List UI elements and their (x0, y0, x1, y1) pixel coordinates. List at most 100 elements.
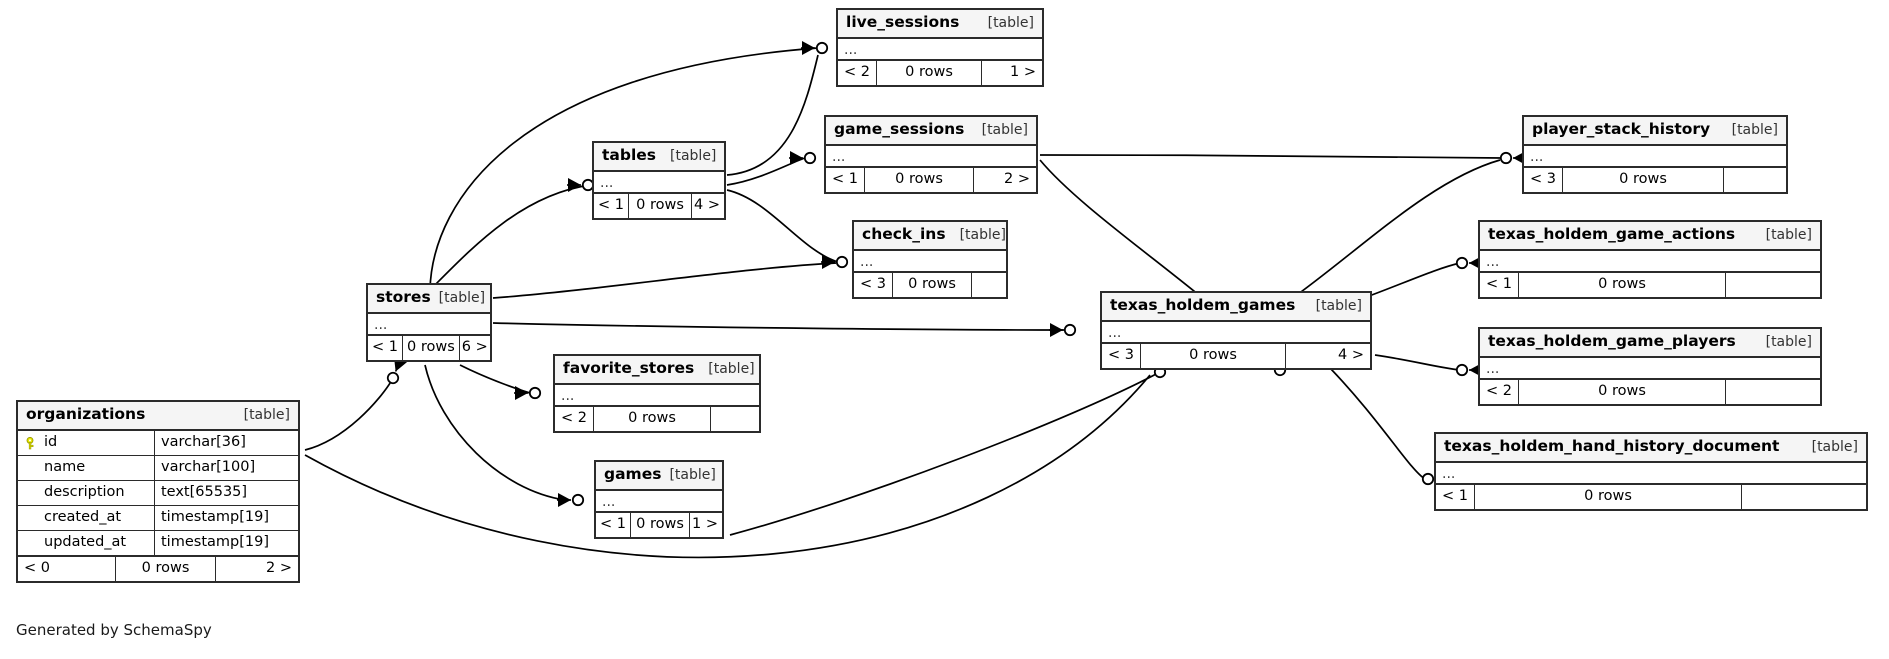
table-footer: < 2 0 rows (1480, 379, 1820, 404)
table-type-label: [table] (1765, 227, 1812, 243)
outgoing-fk-count (1724, 168, 1786, 192)
table-node-games[interactable]: games [table] ... < 1 0 rows 1 > (594, 460, 724, 539)
row-count: 0 rows (1475, 484, 1742, 509)
columns-collapsed-indicator[interactable]: ... (596, 491, 722, 513)
table-node-check-ins[interactable]: check_ins [table] ... < 3 0 rows (852, 220, 1008, 299)
table-name: game_sessions (834, 120, 965, 138)
column-row-description[interactable]: description text[65535] (18, 479, 298, 505)
outgoing-fk-count (1742, 485, 1866, 509)
table-node-organizations[interactable]: organizations [table] id varchar (16, 400, 300, 583)
columns-collapsed-indicator[interactable]: ... (1524, 146, 1786, 168)
table-header: favorite_stores [table] (555, 356, 759, 385)
incoming-fk-count: < 1 (1480, 272, 1519, 297)
outgoing-fk-count (1726, 273, 1820, 297)
table-footer: < 0 0 rows 2 > (18, 556, 298, 581)
table-name: texas_holdem_game_players (1488, 332, 1736, 350)
incoming-fk-count: < 1 (1436, 484, 1475, 509)
incoming-fk-count: < 2 (838, 60, 877, 85)
column-type: varchar[36] (161, 434, 246, 451)
columns-collapsed-indicator[interactable]: ... (594, 172, 724, 194)
incoming-fk-count: < 3 (1524, 167, 1563, 192)
column-name-cell: id (18, 430, 155, 455)
incoming-fk-count: < 2 (1480, 379, 1519, 404)
primary-key-icon (26, 437, 39, 450)
column-type: varchar[100] (161, 459, 256, 476)
columns-collapsed-indicator[interactable]: ... (555, 385, 759, 407)
outgoing-fk-count: 6 > (461, 339, 488, 356)
columns-collapsed-indicator[interactable]: ... (838, 39, 1042, 61)
outgoing-fk-count: 1 > (1010, 64, 1036, 81)
table-header: game_sessions [table] (826, 117, 1036, 146)
row-count: 0 rows (893, 272, 972, 297)
column-name-cell: name (18, 455, 155, 480)
table-name: player_stack_history (1532, 120, 1711, 138)
row-count: 0 rows (116, 556, 216, 581)
table-node-texas-holdem-game-actions[interactable]: texas_holdem_game_actions [table] ... < … (1478, 220, 1822, 299)
row-count: 0 rows (865, 167, 974, 192)
column-type: text[65535] (161, 484, 248, 501)
column-name: created_at (44, 509, 122, 526)
columns-collapsed-indicator[interactable]: ... (854, 251, 1006, 273)
table-node-texas-holdem-games[interactable]: texas_holdem_games [table] ... < 3 0 row… (1100, 291, 1372, 370)
columns-collapsed-indicator[interactable]: ... (1480, 358, 1820, 380)
columns-collapsed-indicator[interactable]: ... (826, 146, 1036, 168)
table-node-stores[interactable]: stores [table] ... < 1 0 rows 6 > (366, 283, 492, 362)
table-node-game-sessions[interactable]: game_sessions [table] ... < 1 0 rows 2 > (824, 115, 1038, 194)
column-row-updated-at[interactable]: updated_at timestamp[19] (18, 529, 298, 555)
table-node-tables[interactable]: tables [table] ... < 1 0 rows 4 > (592, 141, 726, 220)
table-name: texas_holdem_hand_history_document (1444, 437, 1780, 455)
row-count: 0 rows (629, 193, 692, 218)
table-name: live_sessions (846, 13, 960, 31)
table-type-label: [table] (708, 361, 755, 377)
incoming-fk-count: < 1 (596, 512, 631, 537)
table-node-live-sessions[interactable]: live_sessions [table] ... < 2 0 rows 1 > (836, 8, 1044, 87)
table-footer: < 1 0 rows 1 > (596, 512, 722, 537)
incoming-fk-count: < 1 (368, 335, 403, 360)
column-list: id varchar[36] name varchar[100] descrip… (18, 430, 298, 557)
table-node-texas-holdem-hand-history-document[interactable]: texas_holdem_hand_history_document [tabl… (1434, 432, 1868, 511)
table-header: stores [table] (368, 285, 490, 314)
table-type-label: [table] (669, 467, 716, 483)
row-count: 0 rows (1141, 343, 1286, 368)
incoming-fk-count: < 3 (1102, 343, 1141, 368)
table-type-label: [table] (981, 122, 1028, 138)
table-name: games (604, 465, 662, 483)
table-footer: < 3 0 rows (1524, 167, 1786, 192)
column-name-cell: created_at (18, 505, 155, 530)
table-header: live_sessions [table] (838, 10, 1042, 39)
column-type: timestamp[19] (161, 509, 269, 526)
table-type-label: [table] (1765, 334, 1812, 350)
table-name: texas_holdem_games (1110, 296, 1296, 314)
column-row-name[interactable]: name varchar[100] (18, 454, 298, 480)
table-footer: < 1 0 rows (1480, 272, 1820, 297)
table-header: texas_holdem_hand_history_document [tabl… (1436, 434, 1866, 463)
columns-collapsed-indicator[interactable]: ... (368, 314, 490, 336)
columns-collapsed-indicator[interactable]: ... (1102, 322, 1370, 344)
column-name-cell: description (18, 480, 155, 505)
table-header: games [table] (596, 462, 722, 491)
table-footer: < 2 0 rows (555, 406, 759, 431)
column-row-id[interactable]: id varchar[36] (18, 430, 298, 455)
column-type: timestamp[19] (161, 534, 269, 551)
table-footer: < 1 0 rows 2 > (826, 167, 1036, 192)
table-node-favorite-stores[interactable]: favorite_stores [table] ... < 2 0 rows (553, 354, 761, 433)
columns-collapsed-indicator[interactable]: ... (1436, 463, 1866, 485)
column-name: id (44, 434, 58, 451)
table-name: check_ins (862, 225, 946, 243)
column-row-created-at[interactable]: created_at timestamp[19] (18, 504, 298, 530)
row-count: 0 rows (403, 335, 460, 360)
table-footer: < 1 0 rows 6 > (368, 335, 490, 360)
column-name: description (44, 484, 125, 501)
table-footer: < 1 0 rows 4 > (594, 193, 724, 218)
table-header: check_ins [table] (854, 222, 1006, 251)
table-name: stores (376, 288, 431, 306)
incoming-fk-count: < 1 (594, 193, 629, 218)
table-type-label: [table] (670, 148, 717, 164)
table-node-texas-holdem-game-players[interactable]: texas_holdem_game_players [table] ... < … (1478, 327, 1822, 406)
table-header: organizations [table] (18, 402, 298, 431)
table-node-player-stack-history[interactable]: player_stack_history [table] ... < 3 0 r… (1522, 115, 1788, 194)
columns-collapsed-indicator[interactable]: ... (1480, 251, 1820, 273)
incoming-fk-count: < 0 (18, 556, 116, 581)
table-name: tables (602, 146, 657, 164)
outgoing-fk-count: 4 > (694, 197, 720, 214)
